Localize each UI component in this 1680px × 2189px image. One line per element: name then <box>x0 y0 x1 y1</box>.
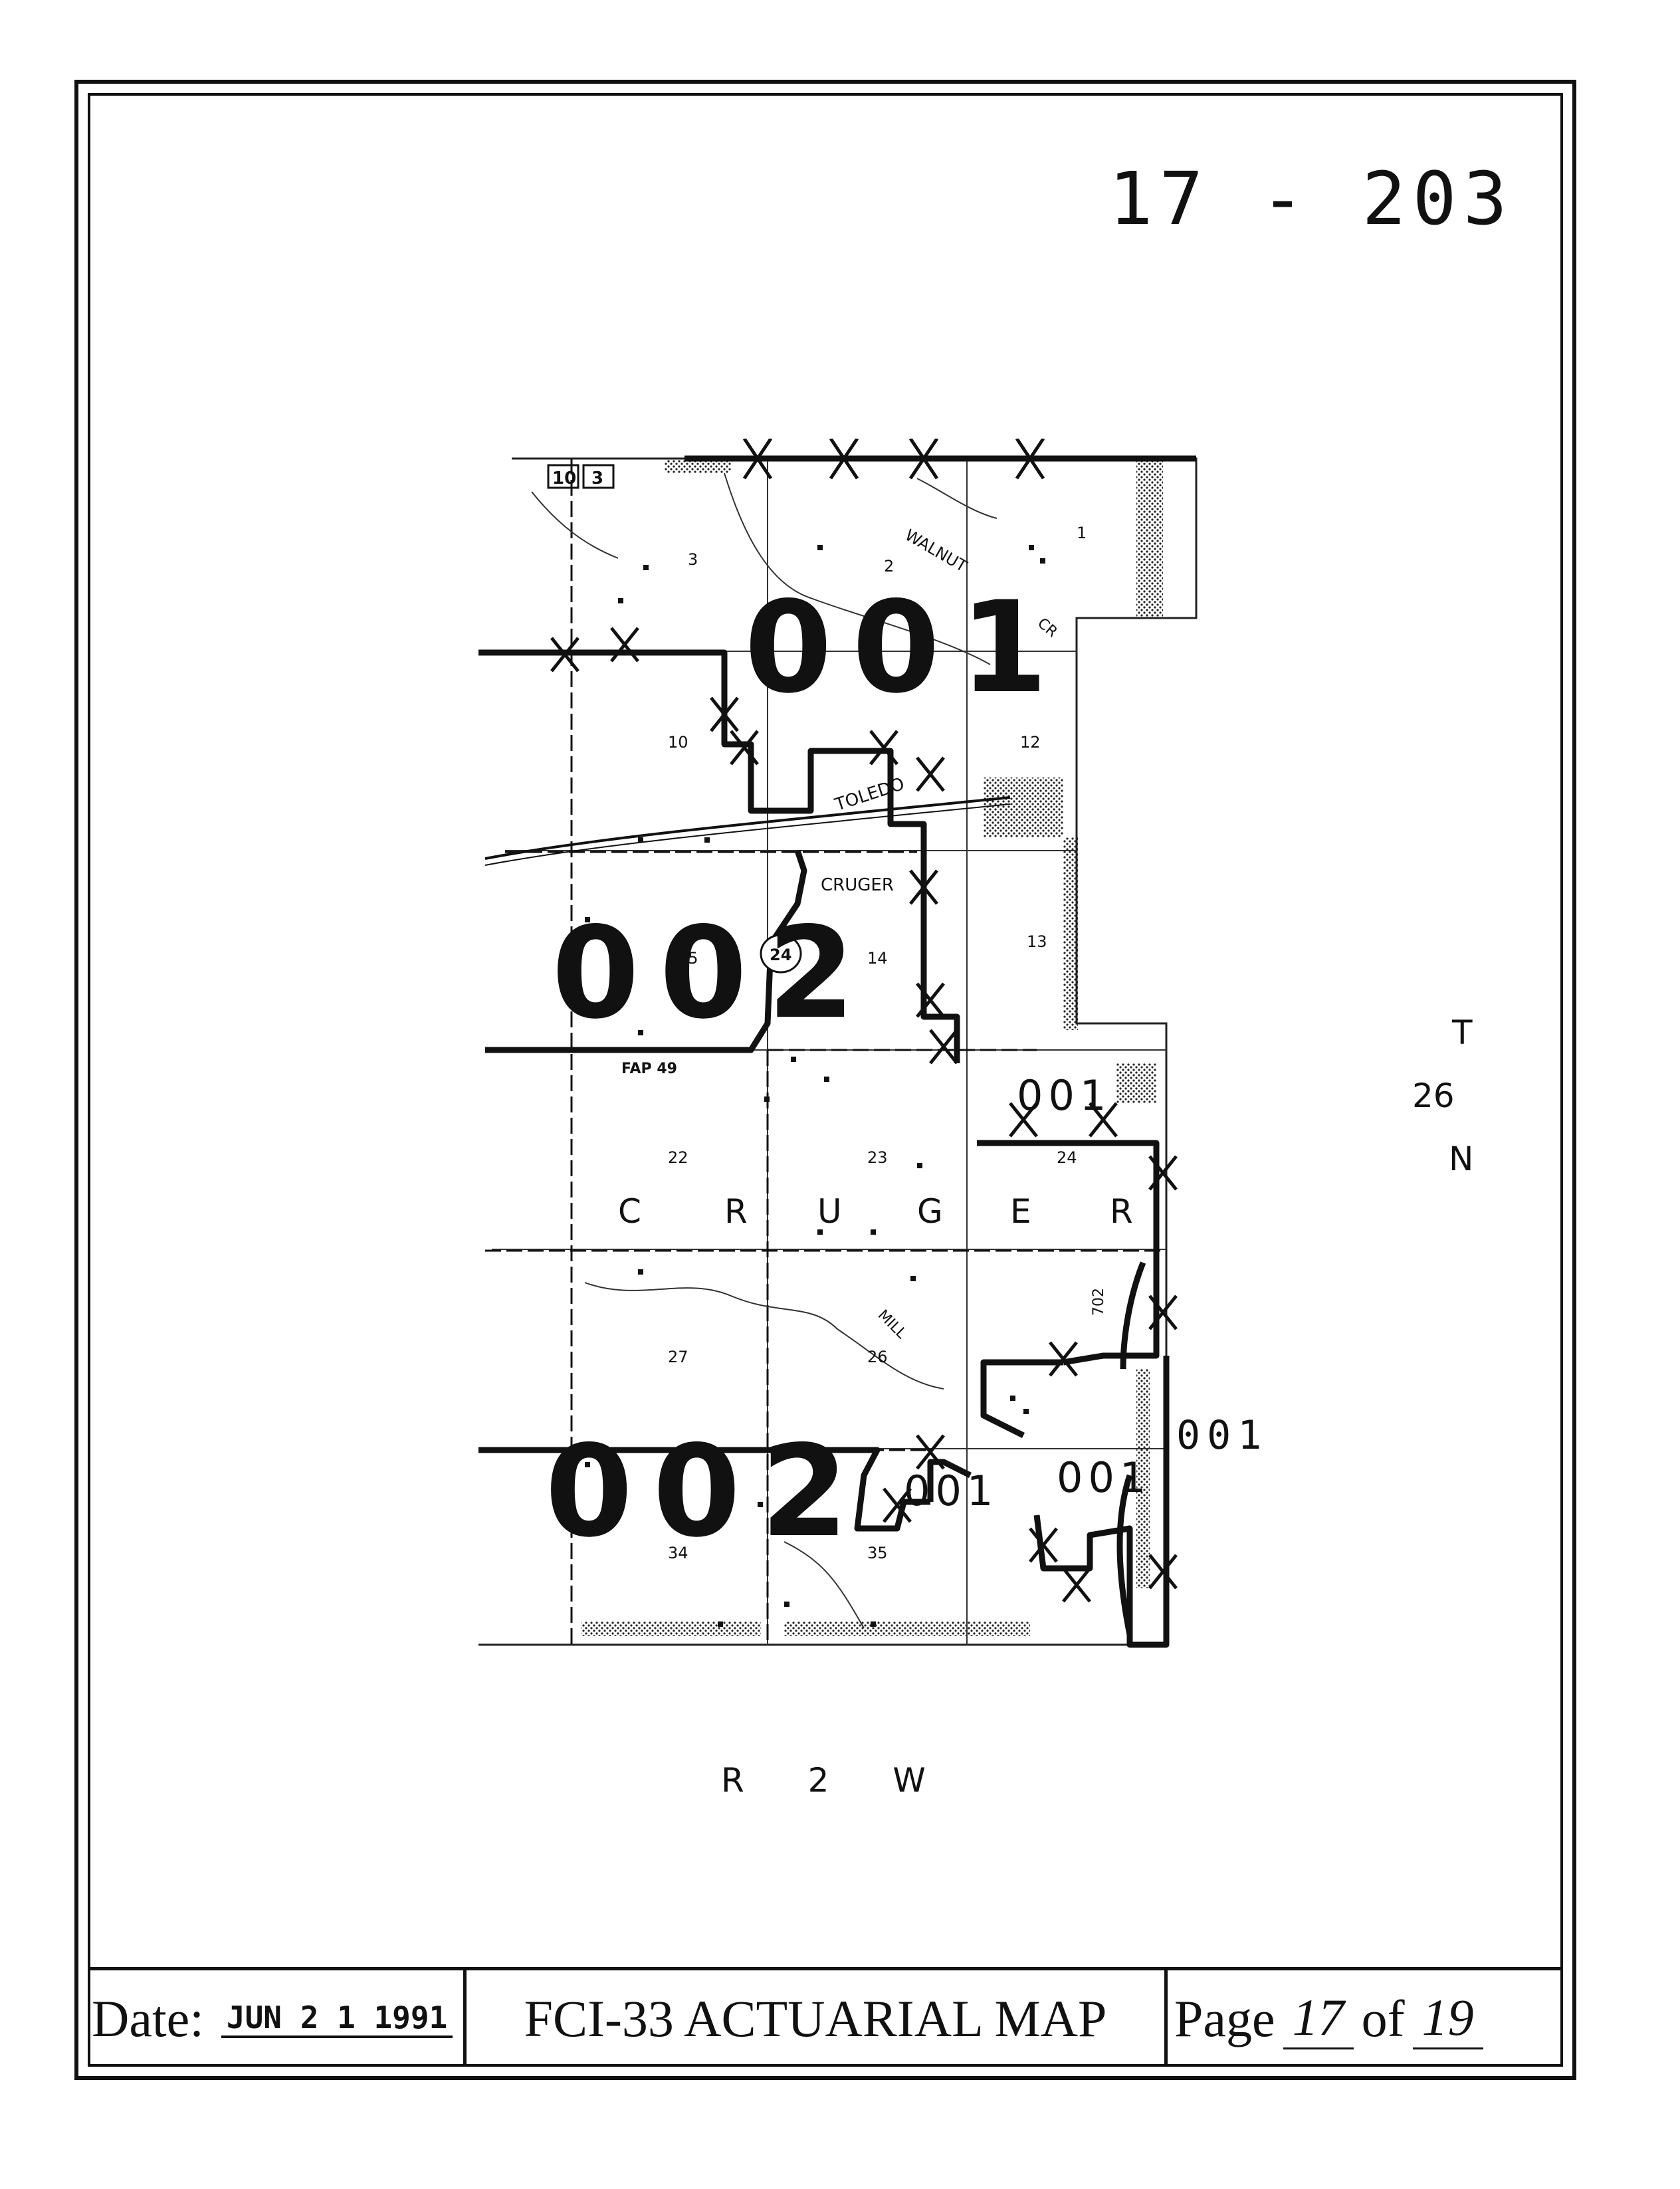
road-label: 24 <box>770 946 791 964</box>
page-number: 17 <box>1283 1988 1354 2049</box>
section-number: 13 <box>1027 932 1047 951</box>
zone-label-outside: 001 <box>1176 1412 1269 1459</box>
road-label: FAP 49 <box>621 1061 677 1077</box>
section-number: 26 <box>867 1348 888 1366</box>
title-cell: FCI-33 ACTUARIAL MAP <box>467 1970 1168 2067</box>
page-label: Page <box>1174 1989 1275 2047</box>
section-number: 3 <box>688 550 698 569</box>
creek-label: MILL <box>875 1307 910 1343</box>
section-number: 22 <box>668 1148 688 1167</box>
zone-boundary <box>478 455 1196 1648</box>
road-label: 3 <box>591 469 603 488</box>
township-name-letter: E <box>1010 1192 1031 1231</box>
title-block: Date: JUN 2 1 1991 FCI-33 ACTUARIAL MAP … <box>88 1967 1563 2067</box>
stipple-area <box>1136 1369 1150 1588</box>
road-shield-24 <box>760 934 802 974</box>
zone-label: 001 <box>904 1467 998 1515</box>
zone-label: 002 <box>545 1418 869 1565</box>
stipple-area <box>581 1621 761 1636</box>
section-number: 10 <box>668 733 688 752</box>
stipple-area <box>784 1621 1030 1636</box>
building-markers <box>585 545 1045 1627</box>
inner-border <box>88 93 1563 2067</box>
map-id: 17 - 203 <box>1108 156 1514 241</box>
township-name-letter: G <box>917 1192 943 1231</box>
zone-label: 001 <box>744 574 1068 721</box>
zone-label: 001 <box>1017 1071 1111 1120</box>
zone-label: 001 <box>1057 1453 1151 1502</box>
zone-label: 002 <box>552 900 875 1047</box>
township-direction: N <box>1449 1140 1474 1178</box>
page-cell: Page 17 of 19 <box>1168 1970 1563 2067</box>
stipple-area <box>984 778 1063 837</box>
township-map: 10 3 24 FAP 49 702 WALNUT CR MILL TOLEDO… <box>478 437 1198 1648</box>
page-of-label: of <box>1361 1989 1405 2047</box>
page-total: 19 <box>1412 1988 1483 2049</box>
road-shield-10 <box>547 464 579 489</box>
township-name-letter: C <box>618 1192 641 1231</box>
date-label: Date: <box>92 1989 204 2047</box>
section-number: 15 <box>678 949 698 968</box>
stipple-area <box>665 459 731 473</box>
road-label: 702 <box>1091 1288 1107 1316</box>
section-number: 2 <box>884 557 894 575</box>
map-area: 10 3 24 FAP 49 702 WALNUT CR MILL TOLEDO… <box>465 437 1223 1678</box>
section-number: 27 <box>668 1348 688 1366</box>
stipple-area <box>1116 1063 1156 1103</box>
outer-border <box>74 80 1576 2080</box>
section-number: 1 <box>1077 524 1087 542</box>
township-number: 26 <box>1412 1077 1455 1115</box>
stipple-area <box>1136 459 1163 618</box>
section-number: 12 <box>1020 733 1041 752</box>
state-road <box>484 803 1011 866</box>
section-number: 34 <box>668 1544 688 1562</box>
road-label: 10 <box>552 469 576 488</box>
document-title: FCI-33 ACTUARIAL MAP <box>524 1989 1107 2047</box>
creek <box>531 472 998 1629</box>
range-label: R 2 W <box>721 1761 952 1800</box>
township-name-letter: U <box>817 1192 842 1231</box>
state-road <box>484 796 1011 860</box>
township-name-letter: R <box>1110 1192 1133 1231</box>
township-name-letter: R <box>724 1192 748 1231</box>
stipple-area <box>1063 837 1078 1030</box>
section-number: 23 <box>867 1148 888 1167</box>
date-stamp: JUN 2 1 1991 <box>221 2000 453 2038</box>
section-number: 35 <box>867 1544 888 1562</box>
date-cell: Date: JUN 2 1 1991 <box>88 1970 467 2067</box>
section-number: 14 <box>867 949 888 968</box>
creek-label: WALNUT <box>902 526 970 576</box>
boundary-x-marks <box>550 437 1178 1603</box>
road-shield-3 <box>582 464 615 489</box>
town-label: CRUGER <box>821 875 894 895</box>
township-letter: T <box>1452 1013 1473 1052</box>
section-number: 24 <box>1057 1148 1077 1167</box>
